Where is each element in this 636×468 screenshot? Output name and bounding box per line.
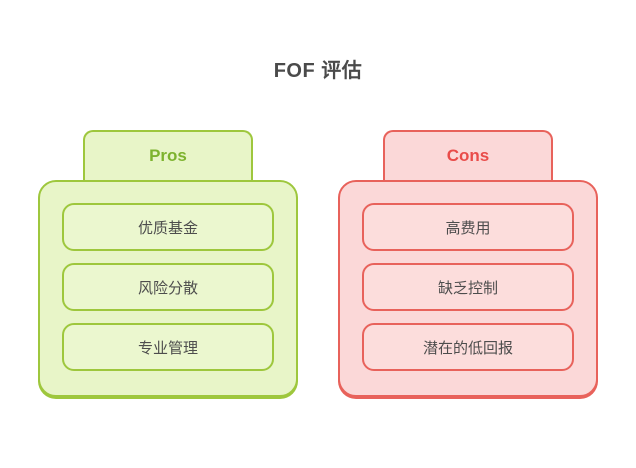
- cons-item: 潜在的低回报: [362, 323, 574, 371]
- cons-tab: Cons: [383, 130, 553, 180]
- pros-item: 优质基金: [62, 203, 274, 251]
- pros-group: Pros 优质基金 风险分散 专业管理: [38, 130, 298, 397]
- pros-tab: Pros: [83, 130, 253, 180]
- cons-item: 缺乏控制: [362, 263, 574, 311]
- cons-box: 高费用 缺乏控制 潜在的低回报: [338, 180, 598, 397]
- cons-item: 高费用: [362, 203, 574, 251]
- pros-item: 风险分散: [62, 263, 274, 311]
- pros-item: 专业管理: [62, 323, 274, 371]
- cons-group: Cons 高费用 缺乏控制 潜在的低回报: [338, 130, 598, 397]
- diagram-title: FOF 评估: [273, 60, 363, 82]
- pros-box: 优质基金 风险分散 专业管理: [38, 180, 298, 397]
